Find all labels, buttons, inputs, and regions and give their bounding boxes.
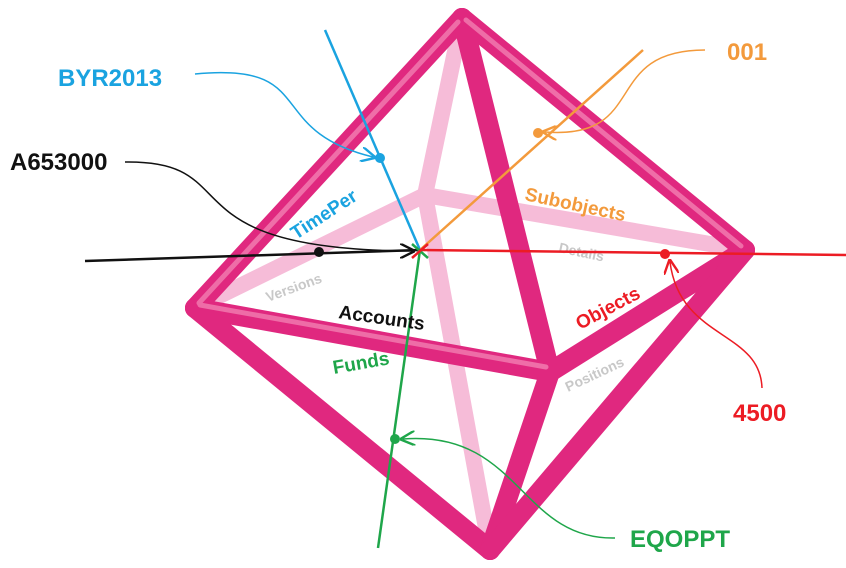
octahedron-back-edges: [187, 10, 753, 558]
accounts-point: [314, 247, 324, 257]
axis-label-funds: Funds: [331, 348, 391, 379]
axis-accounts: [84, 247, 421, 263]
axis-objects: [419, 248, 846, 259]
connector-byr2013: [194, 71, 373, 157]
axis-funds: [376, 249, 422, 549]
callout-eqoppt: EQOPPT: [630, 526, 730, 553]
connector-001: [545, 49, 706, 133]
axis-subobjects: [419, 49, 644, 251]
timeper-point: [375, 153, 385, 163]
connector-4500: [670, 262, 763, 389]
funds-point: [390, 434, 400, 444]
subobjects-point: [533, 128, 543, 138]
callout-4500: 4500: [733, 400, 786, 427]
callout-byr2013: BYR2013: [58, 65, 162, 92]
objects-point: [660, 249, 670, 259]
callout-001: 001: [727, 39, 767, 66]
connector-eqoppt: [403, 438, 616, 539]
connector-a653000: [124, 161, 412, 251]
callout-a653000: A653000: [10, 149, 107, 176]
